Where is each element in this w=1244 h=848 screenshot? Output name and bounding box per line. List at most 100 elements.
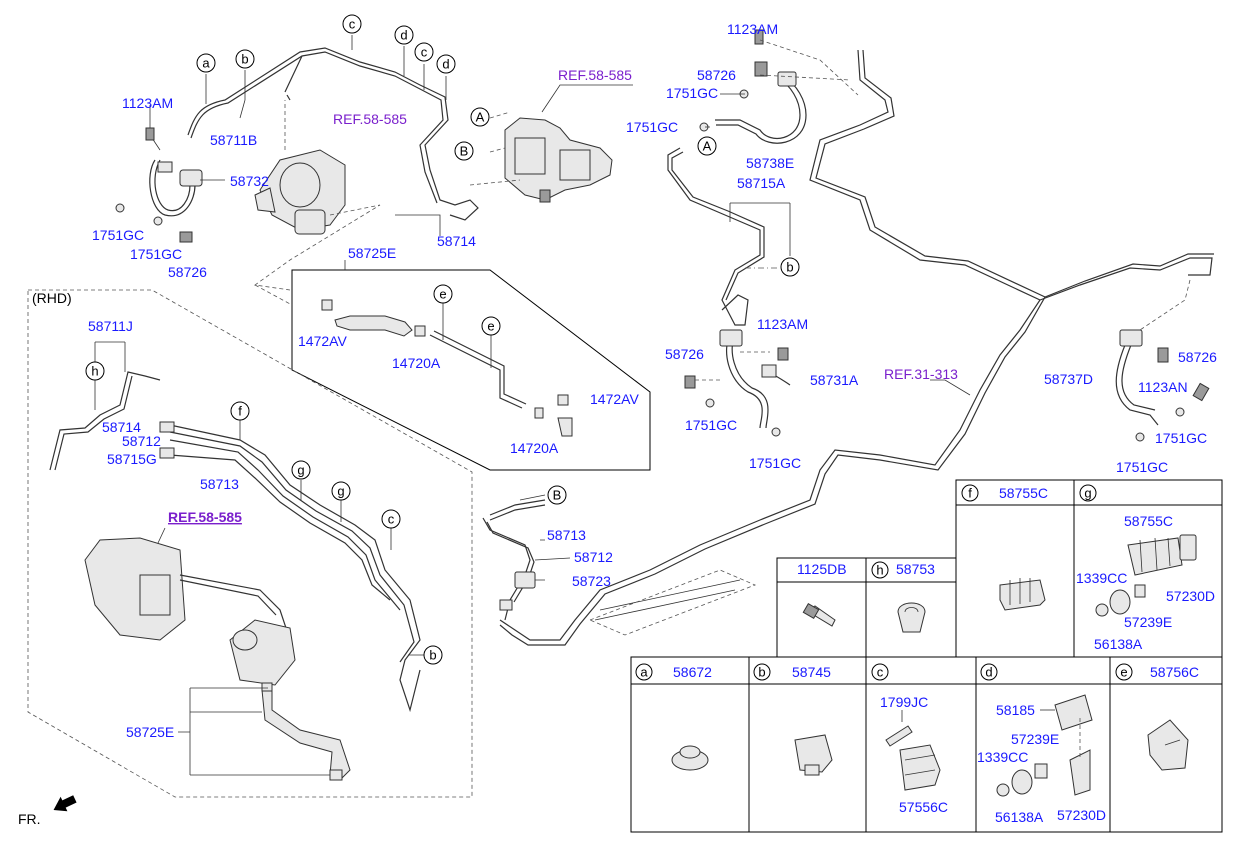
label-58711j: 58711J [88,318,133,334]
label-14720a-2: 14720A [510,440,559,456]
label-58713-b: 58713 [547,527,586,543]
label-58714-rhd: 58714 [102,419,141,435]
cell-c-letter: c [877,665,884,680]
label-58713-rhd: 58713 [200,476,239,492]
label-1472av-1: 1472AV [298,333,347,349]
cell-f-letter: f [968,486,972,501]
box-58725e-top [254,260,651,471]
label-1751gc-left2: 1751GC [130,246,182,262]
hose-58731a [684,329,791,437]
pipes-58713-58712 [482,494,571,621]
c-part-1799jc: 1799JC [880,694,928,710]
ref-31-313: REF.31-313 [884,366,958,382]
callout-h-1: h [91,364,98,379]
label-1472av-2: 1472AV [590,391,639,407]
label-1123an: 1123AN [1138,379,1188,395]
label-58738e: 58738E [746,155,794,171]
callout-c-1: c [349,17,356,32]
g-part-1339cc: 1339CC [1076,570,1127,586]
callout-c-3: c [388,512,395,527]
cell-h-letter: h [876,563,883,578]
fr-label: FR. [18,811,41,827]
ref-58-585-top: REF.58-585 [558,67,632,83]
cell-b-letter: b [758,665,765,680]
rhd-label: (RHD) [32,290,72,306]
cell-e-letter: e [1120,665,1127,680]
d-part-57239e: 57239E [1011,731,1059,747]
callout-a-1: a [202,56,210,71]
callout-f-1: f [238,404,242,419]
abs-unit-top-center [469,84,633,203]
d-part-1339cc: 1339CC [977,749,1028,765]
label-58726-right: 58726 [1178,349,1217,365]
top-right-hose [699,29,859,144]
label-58715g: 58715G [107,451,157,467]
label-58725e-rhd: 58725E [126,724,174,740]
label-58725e-top: 58725E [348,245,396,261]
label-58711b: 58711B [210,132,257,148]
callout-circles: a b c d c d A B A b e e h f g g c b B [85,14,800,665]
label-1751gc-right2: 1751GC [1116,459,1168,475]
label-1751gc-mid2: 1751GC [749,455,801,471]
callout-e-2: e [487,319,494,334]
label-1751gc-right1: 1751GC [1155,430,1207,446]
cell-58756c-code: 58756C [1150,664,1199,680]
abs-modulator-top-left [254,149,346,235]
d-part-57230d: 57230D [1057,807,1106,823]
callout-A-2: A [703,139,712,154]
top-left-assembly [115,35,479,291]
callout-d-1: d [400,28,407,43]
callout-b-1: b [241,52,248,67]
d-part-58185: 58185 [996,702,1035,718]
cell-a-letter: a [640,665,648,680]
label-1751gc-left1: 1751GC [92,227,144,243]
cell-58672-code: 58672 [673,664,712,680]
ref-58-585-mid: REF.58-585 [333,111,407,127]
callout-d-2: d [442,57,449,72]
callout-e-1: e [439,287,446,302]
hose-58737d [1115,329,1210,442]
cell-d-letter: d [985,665,992,680]
table-top [776,479,1223,658]
label-1123am-left: 1123AM [122,95,173,111]
g-part-56138a: 56138A [1094,636,1143,652]
cell-58745-code: 58745 [792,664,831,680]
label-1123am-mid: 1123AM [757,316,808,332]
callout-g-2: g [337,484,344,499]
main-brake-pipes [499,49,1214,646]
table-bottom [630,656,1223,833]
rhd-region [27,289,473,798]
label-58731a: 58731A [810,372,859,388]
c-part-57556c: 57556C [899,799,948,815]
g-part-57230d: 57230D [1166,588,1215,604]
cell-g-letter: g [1084,486,1091,501]
g-part-58755c: 58755C [1124,513,1173,529]
ref-58-585-rhd: REF.58-585 [168,509,242,525]
label-58715a: 58715A [737,175,786,191]
label-58714-top: 58714 [437,233,476,249]
label-58737d: 58737D [1044,371,1093,387]
label-1751gc-top1: 1751GC [666,85,718,101]
callout-B-2: B [553,488,562,503]
label-58726-left: 58726 [168,264,207,280]
front-direction-indicator: FR. [18,795,77,827]
label-14720a-1: 14720A [392,355,441,371]
label-58732: 58732 [230,173,269,189]
callout-b-2: b [786,260,793,275]
callout-A-1: A [476,110,485,125]
label-1123am-top: 1123AM [727,21,778,37]
cell-1125db-code: 1125DB [797,561,847,577]
label-58723: 58723 [572,573,611,589]
pipe-58715a [667,147,791,326]
label-58726-mid: 58726 [665,346,704,362]
label-1751gc-top2: 1751GC [626,119,678,135]
callout-g-1: g [297,463,304,478]
label-58712-b: 58712 [574,549,613,565]
callout-b-3: b [429,648,436,663]
label-58726-top: 58726 [697,67,736,83]
callout-c-2: c [421,45,428,60]
cell-58755c-code: 58755C [999,485,1048,501]
cell-58753-code: 58753 [896,561,935,577]
label-58712-rhd: 58712 [122,433,161,449]
